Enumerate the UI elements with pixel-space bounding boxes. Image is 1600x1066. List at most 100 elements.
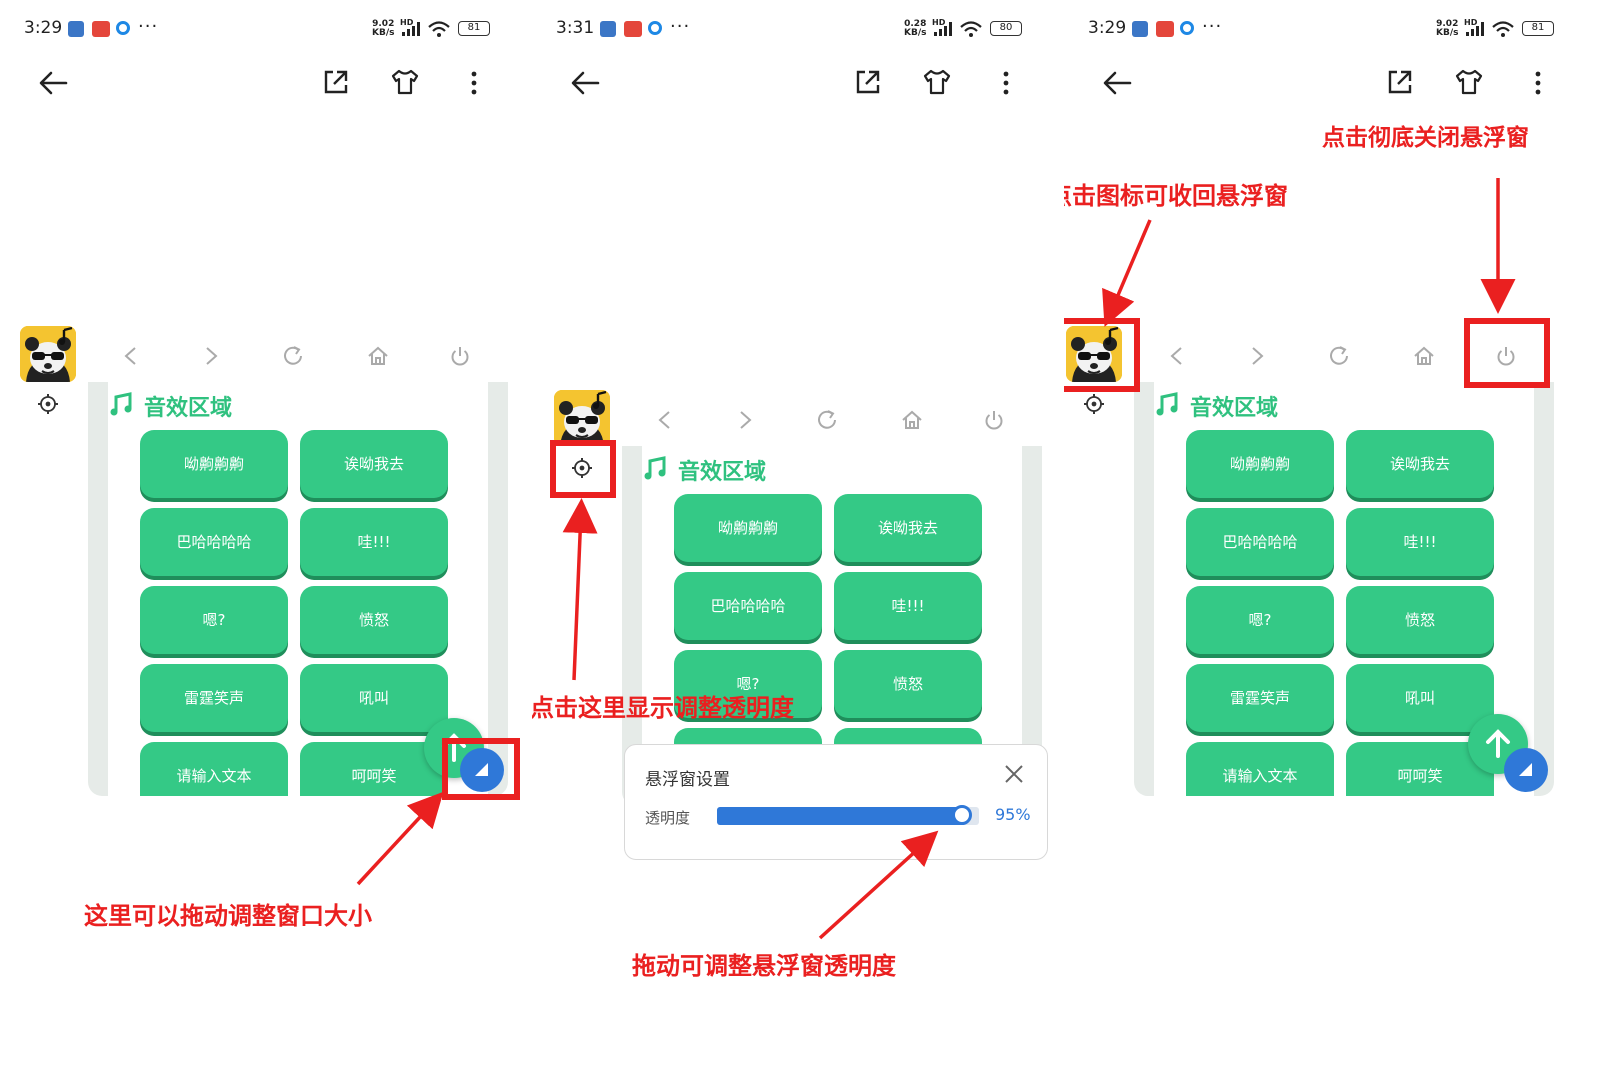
resize-handle-icon [475,763,488,776]
sound-button[interactable]: 诶呦我去 [1346,430,1494,498]
net-speed-unit: KB/s [904,28,927,38]
wrench-app-icon [600,21,616,37]
power-icon[interactable] [448,344,472,368]
refresh-icon[interactable] [816,408,840,432]
section-title-text: 音效区域 [678,460,767,485]
more-notifications-icon: ··· [138,16,159,37]
home-icon[interactable] [1412,344,1436,368]
sound-button[interactable]: 巴哈哈哈哈 [140,508,288,576]
more-vert-icon[interactable] [1534,70,1542,96]
panda-avatar-icon[interactable] [554,390,610,446]
status-time: 3:29 [24,18,63,38]
sound-button[interactable]: 诶呦我去 [834,494,982,562]
resize-handle-button[interactable] [1504,748,1548,792]
chevron-left-icon[interactable] [654,408,678,432]
sound-button[interactable]: 嗯? [1186,586,1334,654]
sound-button[interactable]: 哇!!! [834,572,982,640]
more-vert-icon[interactable] [470,70,478,96]
gear-icon[interactable] [36,392,60,416]
sound-button[interactable]: 呦齁齁齁 [1186,430,1334,498]
close-icon[interactable] [1003,763,1025,785]
home-icon[interactable] [900,408,924,432]
section-title: 音效区域 [1156,390,1278,422]
battery-icon: 80 [990,21,1022,36]
back-arrow-icon[interactable] [1102,70,1134,96]
chevron-left-icon[interactable] [120,344,144,368]
power-icon[interactable] [982,408,1006,432]
sound-button[interactable]: 呦齁齁齁 [140,430,288,498]
opacity-slider-fill [717,807,966,825]
sound-button[interactable]: 诶呦我去 [300,430,448,498]
opacity-slider[interactable] [717,805,979,825]
signal-icon [402,22,420,36]
shirt-icon[interactable] [1454,68,1484,96]
sound-button[interactable]: 雷霆笑声 [140,664,288,732]
net-speed-value: 0.28 [904,19,927,29]
chevron-right-icon[interactable] [1246,344,1270,368]
float-toolbar [120,336,490,376]
resize-handle-button[interactable] [460,748,504,792]
app-bar [532,58,1064,108]
network-type: HD [400,18,414,27]
chevron-right-icon[interactable] [734,408,758,432]
sound-button[interactable]: 愤怒 [300,586,448,654]
back-arrow-icon[interactable] [38,70,70,96]
sound-button[interactable]: 嗯? [140,586,288,654]
share-icon[interactable] [854,68,882,96]
sound-button[interactable]: 呵呵笑 [300,742,448,796]
sound-button[interactable]: 愤怒 [1346,586,1494,654]
more-vert-icon[interactable] [1002,70,1010,96]
sound-button[interactable]: 哇!!! [300,508,448,576]
sound-button[interactable]: 哇!!! [1346,508,1494,576]
gear-icon[interactable] [1082,392,1106,416]
section-title: 音效区域 [644,454,767,486]
annotation-collapse: 点击图标可收回悬浮窗 [1064,182,1288,210]
net-speed-unit: KB/s [372,28,395,38]
panda-avatar-icon[interactable] [20,326,76,382]
refresh-icon[interactable] [1328,344,1352,368]
sound-button[interactable]: 巴哈哈哈哈 [1186,508,1334,576]
chevron-right-icon[interactable] [200,344,224,368]
sound-button[interactable]: 呦齁齁齁 [674,494,822,562]
float-toolbar [654,400,1024,440]
home-icon[interactable] [366,344,390,368]
news-app-icon [624,21,642,37]
opacity-slider-knob[interactable] [951,805,972,825]
battery-icon: 81 [458,21,490,36]
opacity-label: 透明度 [645,809,691,827]
power-icon[interactable] [1494,344,1518,368]
panda-avatar-icon[interactable] [1066,326,1122,382]
sound-button[interactable]: 请输入文本 [140,742,288,796]
music-note-icon [110,392,132,416]
shirt-icon[interactable] [390,68,420,96]
chevron-left-icon[interactable] [1166,344,1190,368]
sound-button[interactable]: 嗯? [674,650,822,718]
shirt-icon[interactable] [922,68,952,96]
battery-icon: 81 [1522,21,1554,36]
gear-icon[interactable] [570,456,594,480]
float-content: 音效区域呦齁齁齁诶呦我去巴哈哈哈哈哇!!!嗯?愤怒雷霆笑声吼叫请输入文本呵呵笑 [108,382,488,796]
float-body: 音效区域呦齁齁齁诶呦我去巴哈哈哈哈哇!!!嗯?愤怒雷霆笑声吼叫请输入文本呵呵笑 [1134,382,1554,796]
back-arrow-icon[interactable] [570,70,602,96]
sound-button[interactable]: 请输入文本 [1186,742,1334,796]
highlight-gear [550,440,616,498]
annotation-show-opacity: 点击这里显示调整透明度 [532,694,794,722]
net-speed-value: 9.02 [372,19,395,29]
more-notifications-icon: ··· [1202,16,1223,37]
wifi-icon [428,21,450,37]
browser-app-icon [116,21,130,35]
sound-button[interactable]: 巴哈哈哈哈 [674,572,822,640]
share-icon[interactable] [1386,68,1414,96]
app-bar [0,58,532,108]
music-note-icon [1156,392,1178,416]
sound-button[interactable]: 愤怒 [834,650,982,718]
sound-button[interactable]: 雷霆笑声 [1186,664,1334,732]
sound-button[interactable]: 吼叫 [300,664,448,732]
sound-button[interactable]: 吼叫 [1346,664,1494,732]
share-icon[interactable] [322,68,350,96]
refresh-icon[interactable] [282,344,306,368]
status-time: 3:29 [1088,18,1127,38]
